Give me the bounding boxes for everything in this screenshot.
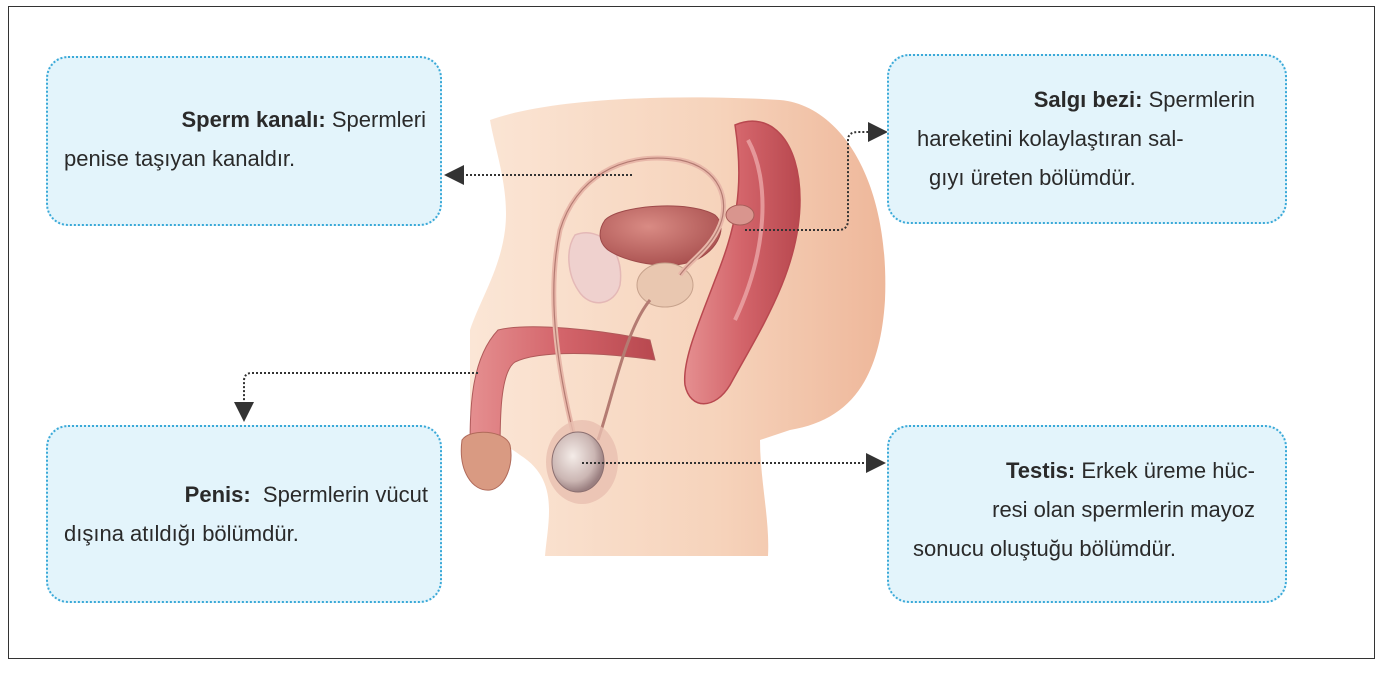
seminal-vesicle (726, 205, 754, 225)
testis-desc-3: sonucu oluştuğu bölümdür. (907, 529, 1255, 568)
label-box-salgi-bezi: Salgı bezi: Spermlerin hareketini kolayl… (887, 54, 1287, 224)
penis-desc-2: dışına atıldığı bölümdür. (64, 514, 428, 553)
label-box-penis: Penis: Spermlerin vücut dışına atıldığı … (46, 425, 442, 603)
term-salgi-bezi: Salgı bezi: (1034, 87, 1143, 112)
testis-desc-2: resi olan spermlerin mayoz (907, 490, 1255, 529)
sperm-desc-2: penise taşıyan kanaldır. (64, 139, 426, 178)
penis-line-1: Penis: Spermlerin vücut (64, 475, 428, 514)
term-penis: Penis: (185, 482, 251, 507)
term-sperm-kanali: Sperm kanalı: (181, 107, 325, 132)
salgi-desc-1: Spermlerin (1149, 87, 1255, 112)
penis-desc-1: Spermlerin vücut (263, 482, 428, 507)
testis (552, 432, 604, 492)
testis-line-1: Testis: Erkek üreme hüc- (907, 451, 1255, 490)
term-testis: Testis: (1006, 458, 1075, 483)
salgi-desc-3: gıyı üreten bölümdür. (917, 158, 1255, 197)
label-box-testis: Testis: Erkek üreme hüc- resi olan sperm… (887, 425, 1287, 603)
glans (461, 432, 511, 490)
salgi-desc-2: hareketini kolaylaştıran sal- (917, 119, 1255, 158)
testis-desc-1: Erkek üreme hüc- (1081, 458, 1255, 483)
sperm-desc-1: Spermleri (332, 107, 426, 132)
leader-penis (244, 373, 478, 418)
salgi-line-1: Salgı bezi: Spermlerin (917, 80, 1255, 119)
sperm-line-1: Sperm kanalı: Spermleri (64, 100, 426, 139)
label-box-sperm-kanali: Sperm kanalı: Spermleri penise taşıyan k… (46, 56, 442, 226)
